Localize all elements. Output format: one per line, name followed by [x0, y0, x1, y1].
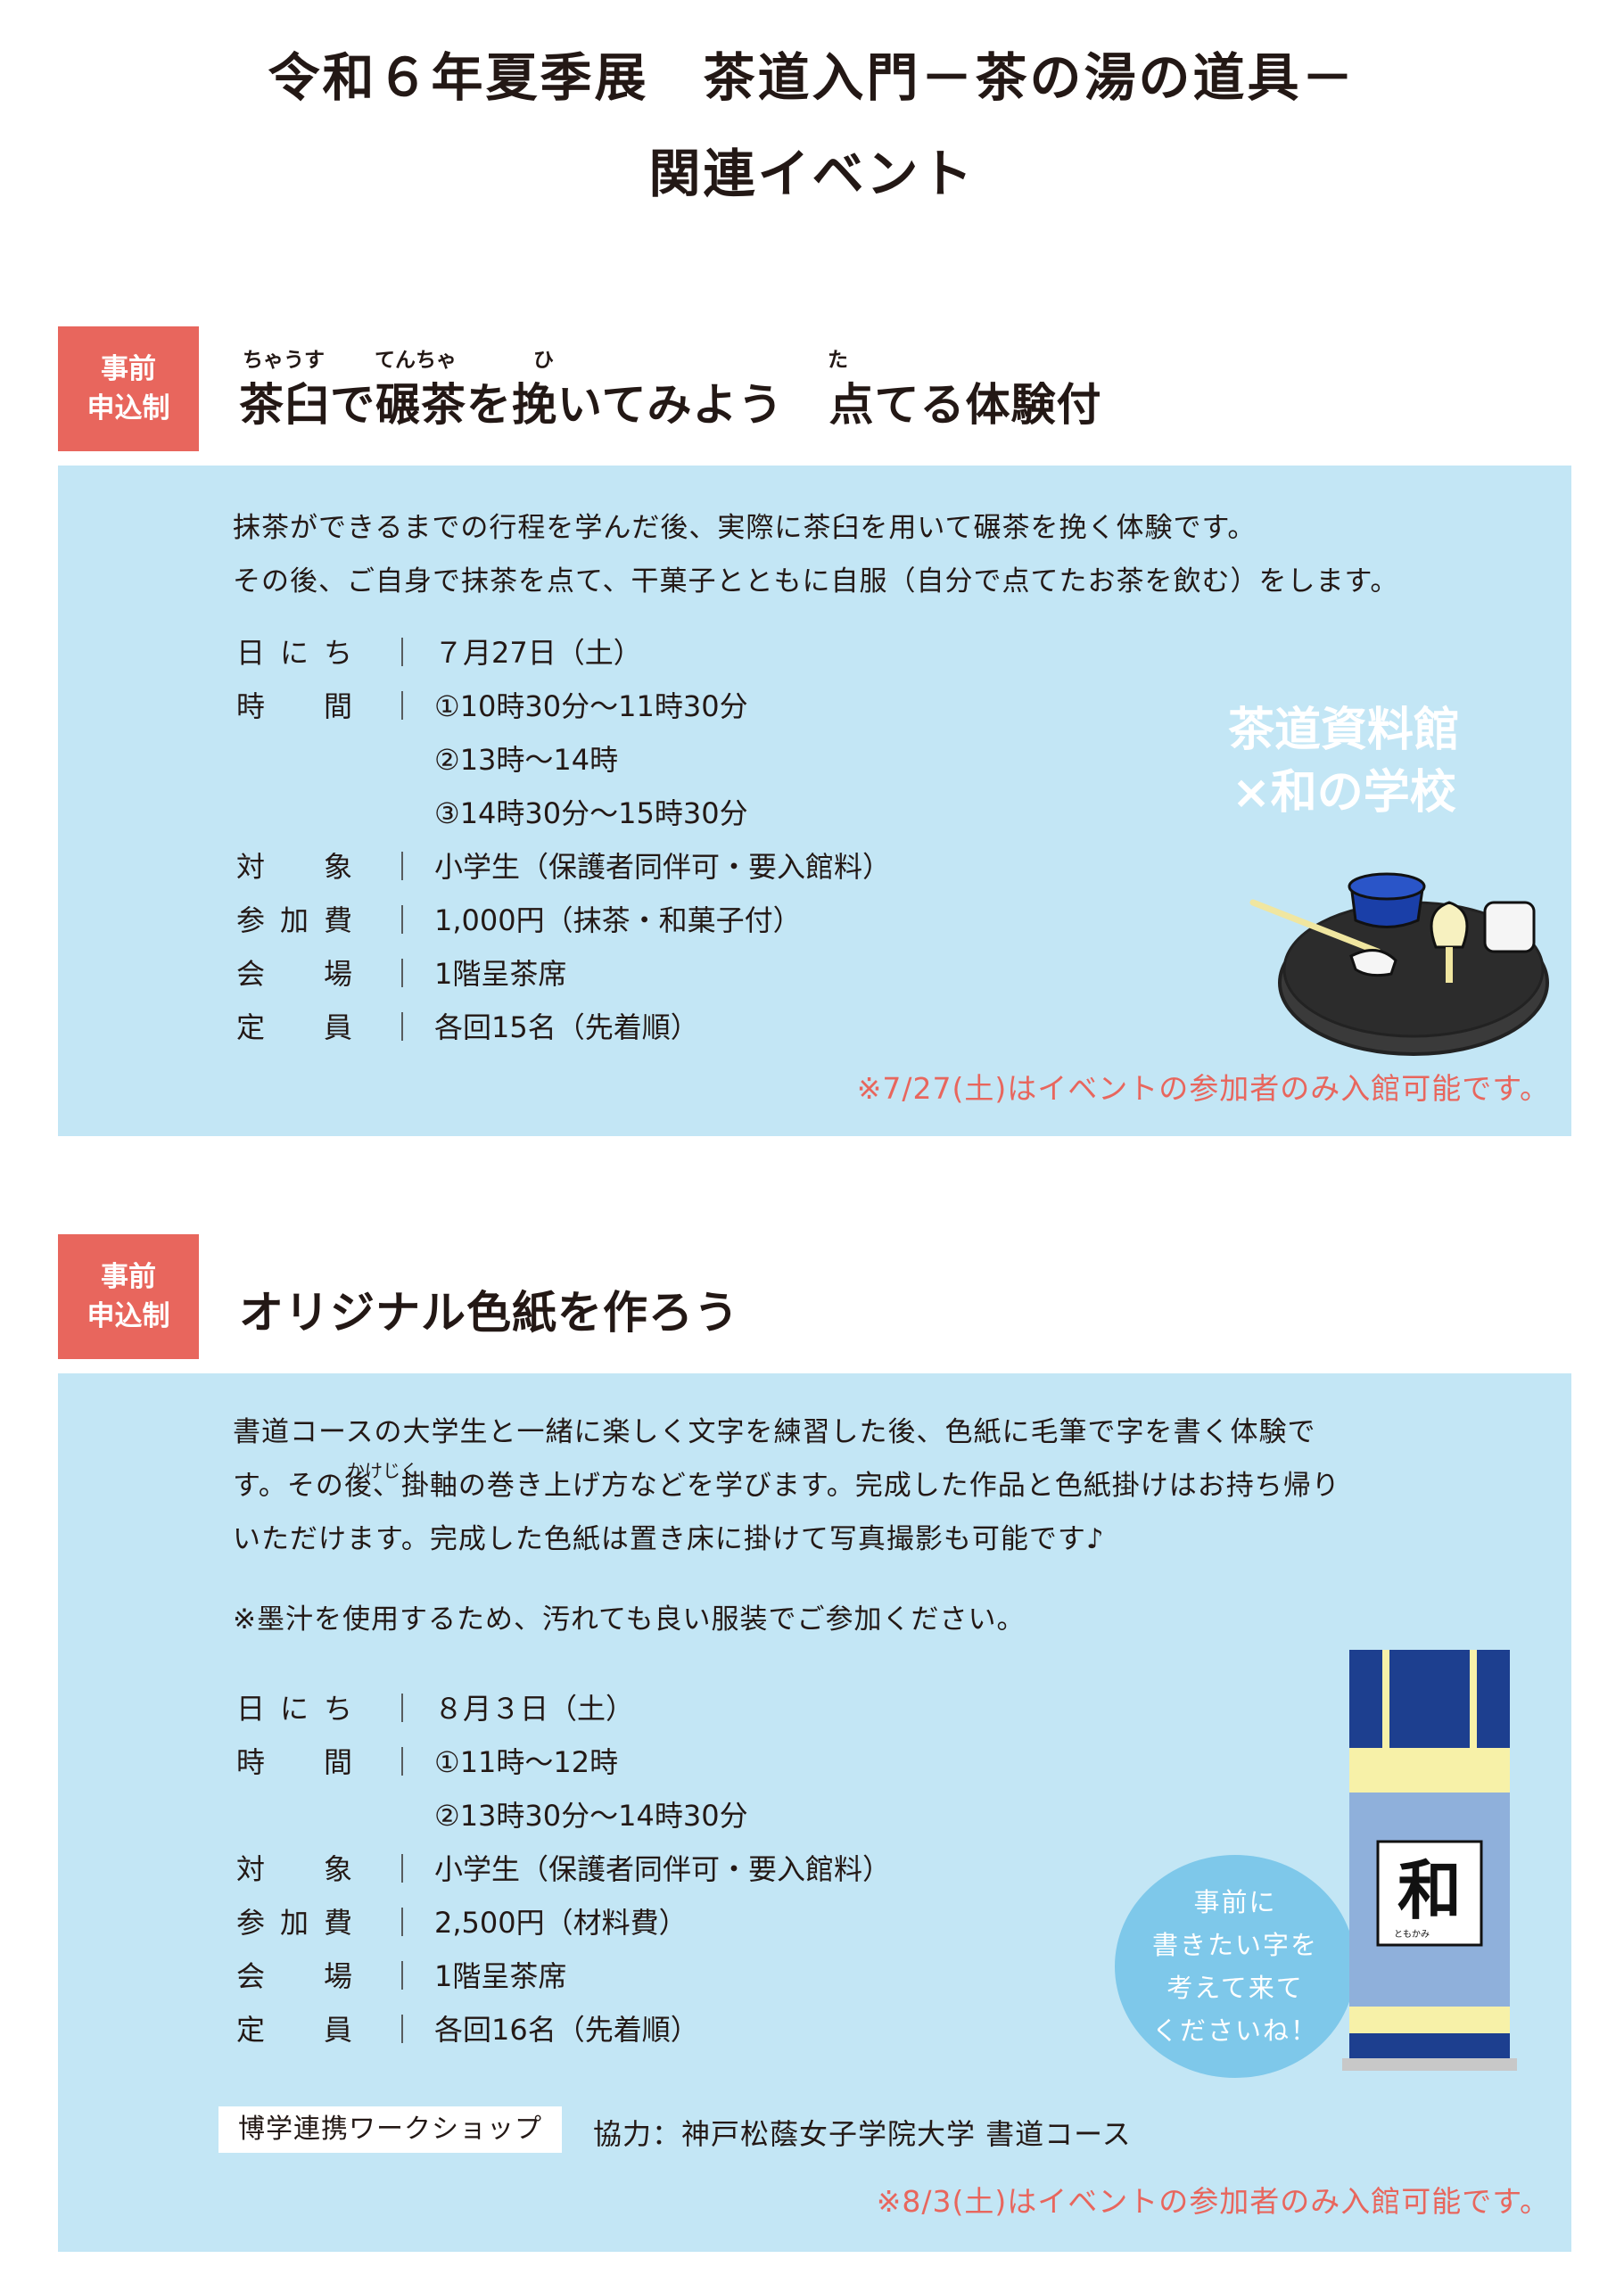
detail-row: 定員 ｜ 各回15名（先着順）	[236, 1001, 1039, 1054]
detail-row: 参加費 ｜ 1,000円（抹茶・和菓子付）	[236, 894, 1039, 947]
detail-row: 参加費 ｜ 2,500円（材料費）	[236, 1896, 1039, 1949]
detail-value: ①11時～12時	[434, 1745, 619, 1779]
detail-separator: ｜	[388, 903, 417, 937]
page-title: 令和６年夏季展 茶道入門－茶の湯の道具－	[268, 47, 1356, 108]
detail-value: 小学生（保護者同伴可・要入館料）	[434, 850, 892, 884]
tea-set-illustration	[1249, 872, 1549, 1056]
pre-registration-badge: 事前申込制	[58, 1234, 199, 1359]
detail-label: 参加費	[236, 903, 352, 937]
hanging-scroll-illustration: 和 ともかみ	[1342, 1650, 1517, 2071]
collab-text: 協力：神戸松蔭女子学院大学 書道コース	[593, 2117, 1132, 2151]
detail-separator: ｜	[388, 957, 417, 991]
detail-row: 対象 ｜ 小学生（保護者同伴可・要入館料）	[236, 840, 1039, 894]
detail-value: 各回16名（先着順）	[434, 2013, 699, 2047]
ruby-tencha: てんちゃ	[375, 349, 457, 372]
detail-value: ７月27日（土）	[434, 636, 642, 670]
detail-row: ②13時～14時	[236, 733, 1039, 787]
detail-label: 日にち	[236, 636, 352, 670]
event1-panel: 抹茶ができるまでの行程を学んだ後、実際に茶臼を用いて碾茶を挽く体験です。 その後…	[58, 466, 1571, 1136]
detail-row: 時間 ｜ ①10時30分～11時30分	[236, 680, 1039, 733]
detail-separator: ｜	[388, 1959, 417, 1993]
scroll-character: 和	[1397, 1852, 1462, 1928]
detail-value: 1階呈茶席	[434, 1959, 567, 1993]
ruby-kakejiku: かけじく	[347, 1460, 418, 1481]
detail-separator: ｜	[388, 1692, 417, 1726]
detail-label: 定員	[236, 2013, 352, 2047]
event2-description: 書道コースの大学生と一緒に楽しく文字を練習した後、色紙に毛筆で字を書く体験で す…	[233, 1416, 1340, 1555]
detail-separator: ｜	[388, 1906, 417, 1940]
detail-row: 日にち ｜ ７月27日（土）	[236, 626, 1039, 680]
pre-registration-badge: 事前申込制	[58, 326, 199, 451]
detail-label: 時間	[236, 1745, 352, 1779]
ruby-ta: た	[828, 349, 848, 372]
page-subtitle: 関連イベント	[648, 144, 976, 204]
collab-tag: 博学連携ワークショップ	[218, 2106, 562, 2153]
detail-value: 1階呈茶席	[434, 957, 567, 991]
detail-label: 対象	[236, 850, 352, 884]
detail-row: ③14時30分～15時30分	[236, 787, 1039, 840]
detail-label: 日にち	[236, 1692, 352, 1726]
detail-value: ②13時30分～14時30分	[434, 1799, 748, 1833]
event1-title: 茶臼で碾茶を挽いてみよう 点てる体験付	[239, 379, 1102, 431]
detail-separator: ｜	[388, 850, 417, 884]
detail-separator: ｜	[388, 636, 417, 670]
detail-separator: ｜	[388, 1745, 417, 1779]
detail-separator: ｜	[388, 1852, 417, 1886]
detail-label: 対象	[236, 1852, 352, 1886]
event1-admission-note: ※7/27(土)はイベントの参加者のみ入館可能です。	[856, 1071, 1550, 1106]
event2-admission-note: ※8/3(土)はイベントの参加者のみ入館可能です。	[876, 2184, 1550, 2219]
detail-value: ８月３日（土）	[434, 1692, 635, 1726]
detail-separator: ｜	[388, 2013, 417, 2047]
detail-value: 小学生（保護者同伴可・要入館料）	[434, 1852, 892, 1886]
detail-value: ②13時～14時	[434, 743, 619, 777]
detail-row: ②13時30分～14時30分	[236, 1789, 1039, 1842]
scroll-signature: ともかみ	[1394, 1929, 1430, 1940]
detail-row: 定員 ｜ 各回16名（先着順）	[236, 2003, 1039, 2056]
detail-value: ①10時30分～11時30分	[434, 689, 748, 723]
detail-value: 1,000円（抹茶・和菓子付）	[434, 903, 802, 937]
detail-value: ③14時30分～15時30分	[434, 796, 748, 830]
detail-label: 定員	[236, 1010, 352, 1044]
brand-label: 茶道資料館 ×和の学校	[1228, 704, 1461, 820]
event2-caution: ※墨汁を使用するため、汚れても良い服装でご参加ください。	[233, 1603, 1026, 1636]
detail-label: 参加費	[236, 1906, 352, 1940]
ruby-chausu: ちゃうす	[243, 349, 325, 372]
event1-description: 抹茶ができるまでの行程を学んだ後、実際に茶臼を用いて碾茶を挽く体験です。 その後…	[233, 512, 1399, 598]
detail-row: 会場 ｜ 1階呈茶席	[236, 1949, 1039, 2003]
detail-label: 会場	[236, 957, 352, 991]
detail-row: 会場 ｜ 1階呈茶席	[236, 947, 1039, 1001]
detail-label: 時間	[236, 689, 352, 723]
detail-row: 日にち ｜ ８月３日（土）	[236, 1682, 1039, 1735]
ruby-hi: ひ	[533, 349, 554, 372]
detail-value: 各回15名（先着順）	[434, 1010, 699, 1044]
detail-label: 会場	[236, 1959, 352, 1993]
detail-separator: ｜	[388, 1010, 417, 1044]
detail-separator: ｜	[388, 689, 417, 723]
event2-panel: かけじく 書道コースの大学生と一緒に楽しく文字を練習した後、色紙に毛筆で字を書く…	[58, 1373, 1571, 2252]
event2-title: オリジナル色紙を作ろう	[239, 1287, 739, 1339]
speech-bubble: 事前に 書きたい字を 考えて来て くださいね！	[1115, 1855, 1356, 2078]
detail-value: 2,500円（材料費）	[434, 1906, 688, 1940]
detail-row: 対象 ｜ 小学生（保護者同伴可・要入館料）	[236, 1842, 1039, 1896]
detail-row: 時間 ｜ ①11時～12時	[236, 1735, 1039, 1789]
